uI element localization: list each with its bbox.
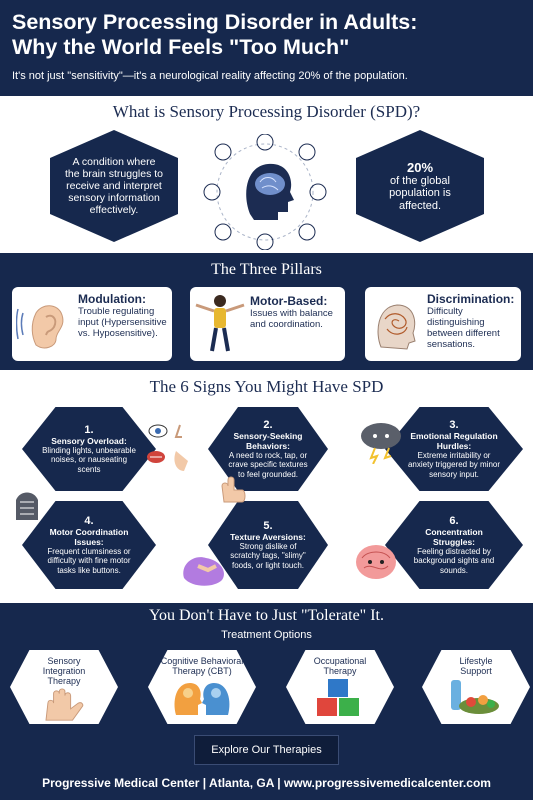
stat-hex: 20% of the global population is affected… xyxy=(356,130,484,242)
treatment-label: Occupational Therapy xyxy=(313,656,367,676)
pillar-desc: Trouble regulating input (Hypersensitive… xyxy=(78,306,167,339)
sign-desc: Feeling distracted by background sights … xyxy=(413,546,495,575)
treatment-card-occupational: Occupational Therapy xyxy=(286,650,394,724)
sign-card-4: 4. Motor Coordination Issues: Frequent c… xyxy=(22,501,156,589)
stat-value: 20% xyxy=(406,159,434,175)
sign-title: Concentration Struggles: xyxy=(425,526,483,547)
healthy-food-icon xyxy=(451,680,499,714)
page-subtitle: It's not just "sensitivity"—it's a neuro… xyxy=(12,70,408,82)
header: Sensory Processing Disorder in Adults: W… xyxy=(0,0,533,96)
distracted-brain-icon xyxy=(352,540,400,584)
sign-title: Sensory-Seeking Behaviors: xyxy=(233,430,303,451)
what-section: What is Sensory Processing Disorder (SPD… xyxy=(0,96,533,253)
pillar-card-modulation: Modulation: Trouble regulating input (Hy… xyxy=(12,287,172,361)
sign-card-5: 5. Texture Aversions: Strong dislike of … xyxy=(208,501,328,589)
pillar-desc: Issues with balance and coordination. xyxy=(250,308,333,330)
slime-hand-icon xyxy=(178,548,230,588)
sign-number: 1. xyxy=(84,423,94,436)
explore-therapies-label: Explore Our Therapies xyxy=(211,744,322,756)
title-line-1: Sensory Processing Disorder in Adults: xyxy=(12,10,418,34)
head-silhouette-icon xyxy=(246,163,294,220)
storm-cloud-icon xyxy=(357,418,405,465)
sign-number: 4. xyxy=(84,514,94,527)
sign-title: Motor Coordination Issues: xyxy=(49,526,129,547)
sign-title: Texture Aversions: xyxy=(230,531,306,542)
pillar-title: Motor-Based: xyxy=(250,294,328,308)
senses-overload-icon xyxy=(146,421,192,475)
two-heads-icon xyxy=(174,683,230,715)
tangled-brain-icon xyxy=(371,297,421,353)
ear-icon xyxy=(15,299,72,351)
page-title: Sensory Processing Disorder in Adults: W… xyxy=(12,10,522,60)
balancing-person-icon xyxy=(194,291,246,357)
sign-card-2: 2. Sensory-Seeking Behaviors: A need to … xyxy=(208,407,328,491)
treatment-subtitle: Treatment Options xyxy=(221,629,312,641)
treatment-label: Sensory Integration Therapy xyxy=(42,656,86,686)
sign-title: Sensory Overload: xyxy=(51,435,127,446)
sign-desc: Strong dislike of scratchy tags, "slimy"… xyxy=(230,541,306,570)
brain-senses-illustration xyxy=(198,133,333,251)
treatment-card-sensory: Sensory Integration Therapy xyxy=(10,650,118,724)
treatment-card-cbt: Cognitive Behavioral Therapy (CBT) xyxy=(148,650,256,724)
treatment-label: Lifestyle Support xyxy=(459,656,493,676)
sign-card-6: 6. Concentration Struggles: Feeling dist… xyxy=(385,501,523,589)
sign-number: 2. xyxy=(263,418,273,431)
shoe-laces-icon xyxy=(12,480,42,524)
treatment-card-lifestyle: Lifestyle Support xyxy=(422,650,530,724)
sign-title: Emotional Regulation Hurdles: xyxy=(410,430,498,451)
tapping-hand-icon xyxy=(218,476,248,504)
sign-desc: Blinding lights, unbearable noises, or n… xyxy=(42,445,136,474)
pillars-title: The Three Pillars xyxy=(211,261,322,278)
pillar-card-motor: Motor-Based: Issues with balance and coo… xyxy=(190,287,345,361)
definition-hex: A condition where the brain struggles to… xyxy=(50,130,178,242)
signs-title: The 6 Signs You Might Have SPD xyxy=(149,377,384,396)
explore-therapies-button[interactable]: Explore Our Therapies xyxy=(194,735,339,765)
blocks-icon xyxy=(317,679,359,716)
sign-number: 6. xyxy=(449,514,459,527)
pillar-motor-text: Motor-Based: Issues with balance and coo… xyxy=(250,294,342,331)
treatment-label: Cognitive Behavioral Therapy (CBT) xyxy=(160,656,244,676)
sign-number: 3. xyxy=(449,418,459,431)
pillar-title: Discrimination: xyxy=(427,292,515,306)
sign-desc: Extreme irritability or anxiety triggere… xyxy=(407,450,501,479)
definition-text: A condition where the brain struggles to… xyxy=(64,156,164,216)
sign-desc: Frequent clumsiness or difficulty with f… xyxy=(47,546,131,575)
stat-text: of the global population is affected. xyxy=(389,174,451,212)
title-line-2: Why the World Feels "Too Much" xyxy=(12,35,350,59)
pillar-modulation-text: Modulation: Trouble regulating input (Hy… xyxy=(78,292,170,340)
what-title: What is Sensory Processing Disorder (SPD… xyxy=(112,102,421,121)
pillar-discrimination-text: Discrimination: Difficulty distinguishin… xyxy=(427,292,519,351)
hand-therapy-icon xyxy=(45,688,84,721)
sign-desc: A need to rock, tap, or crave specific t… xyxy=(228,450,308,479)
sign-number: 5. xyxy=(263,519,273,532)
pillar-card-discrimination: Discrimination: Difficulty distinguishin… xyxy=(365,287,521,361)
sign-card-3: 3. Emotional Regulation Hurdles: Extreme… xyxy=(385,407,523,491)
footer-contact: Progressive Medical Center | Atlanta, GA… xyxy=(42,776,491,790)
pillar-desc: Difficulty distinguishing between differ… xyxy=(427,306,500,350)
treatment-title: You Don't Have to Just "Tolerate" It. xyxy=(149,607,384,624)
pillar-title: Modulation: xyxy=(78,292,146,306)
